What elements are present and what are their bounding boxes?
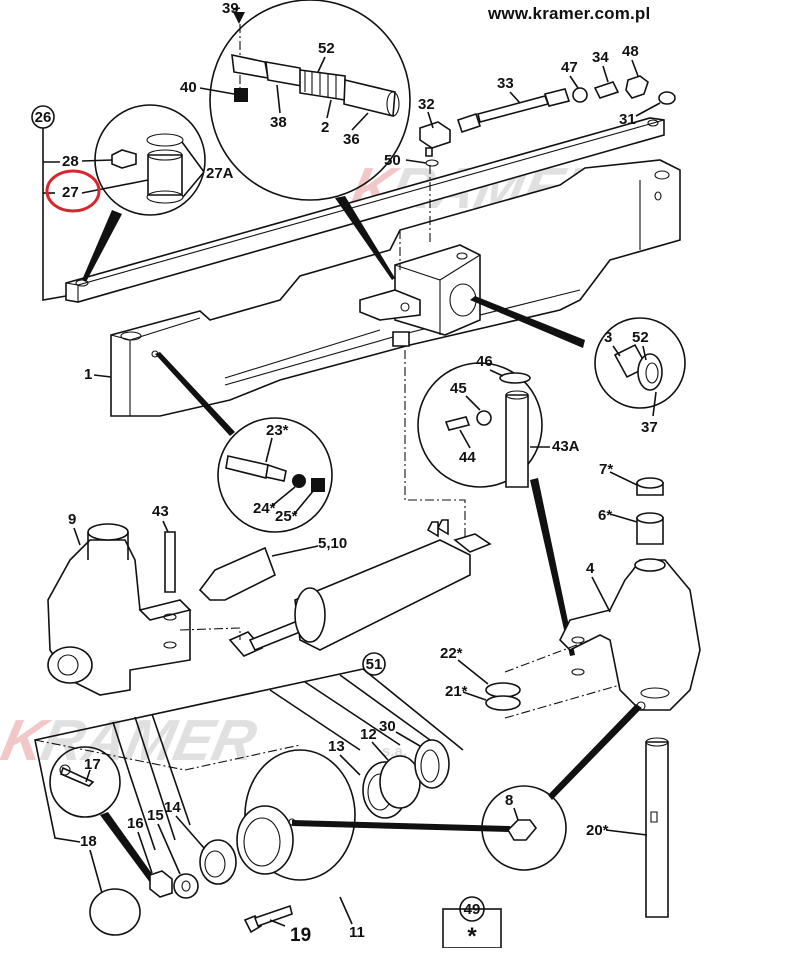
label-part-6: 6* [598, 507, 612, 524]
label-part-27: 27 [62, 184, 79, 201]
label-part-14: 14 [164, 799, 181, 816]
label-part-7: 7* [599, 461, 613, 478]
hydraulic-line-parts [419, 75, 676, 167]
label-part-19: 19 [290, 925, 311, 946]
label-part-4: 4 [586, 560, 595, 577]
asterisk-symbol: * [467, 923, 477, 948]
label-part-5-10: 5,10 [318, 535, 347, 552]
label-part-12: 12 [360, 726, 377, 743]
label-part-21: 21* [445, 683, 468, 700]
group-51-label: 51 [366, 656, 383, 673]
label-part-17: 17 [84, 756, 101, 773]
label-part-24: 24* [253, 500, 276, 517]
detail-bushing [82, 104, 206, 282]
label-part-37: 37 [641, 419, 658, 436]
label-part-45: 45 [450, 380, 467, 397]
label-part-13: 13 [328, 738, 345, 755]
label-part-40: 40 [180, 79, 197, 96]
label-part-3: 3 [604, 329, 612, 346]
group-49-box: 49 * [442, 896, 502, 950]
label-part-8: 8 [505, 792, 513, 809]
hub-assembly [89, 739, 510, 936]
label-part-38: 38 [270, 114, 287, 131]
label-part-30: 30 [379, 718, 396, 735]
label-part-2: 2 [321, 119, 329, 136]
group-49-circle [459, 896, 485, 922]
label-part-36: 36 [343, 131, 360, 148]
left-knuckle [47, 519, 492, 696]
label-part-16: 16 [127, 815, 144, 832]
detail-king-pin [417, 362, 575, 656]
detail-grease-nipple [481, 704, 642, 871]
label-part-43A: 43A [552, 438, 580, 455]
watermark-ramer: RAMER [36, 709, 262, 773]
detail-grease-plug [155, 352, 333, 533]
upper-bar [65, 117, 665, 303]
axle-body [110, 159, 681, 417]
label-part-20: 20* [586, 822, 609, 839]
label-part-48: 48 [622, 43, 639, 60]
label-part-25: 25* [275, 508, 298, 525]
label-part-31: 31 [619, 111, 636, 128]
label-part-34: 34 [592, 49, 609, 66]
label-part-32: 32 [418, 96, 435, 113]
detail-cotter-pin [49, 746, 160, 888]
label-part-50: 50 [384, 152, 401, 169]
group-49-label: 49 [464, 901, 481, 918]
highlight-circle-part-27 [45, 169, 101, 213]
label-part-46: 46 [476, 353, 493, 370]
detail-seal [470, 296, 686, 409]
label-part-1: 1 [84, 366, 92, 383]
group-26: 26 [31, 105, 67, 301]
label-part-23: 23* [266, 422, 289, 439]
right-knuckle [485, 558, 701, 719]
parts-bushings [636, 477, 664, 545]
label-part-18: 18 [80, 833, 97, 850]
label-part-28: 28 [62, 153, 79, 170]
group-51-circle [362, 652, 386, 676]
group-51: 51 [34, 652, 464, 851]
website-url[interactable]: www.kramer.com.pl [488, 4, 651, 23]
label-part-47: 47 [561, 59, 578, 76]
label-part-22: 22* [440, 645, 463, 662]
label-part-52: 52 [632, 329, 649, 346]
label-part-27A: 27A [206, 165, 234, 182]
detail-pin-assembly [209, 0, 411, 280]
label-part-33: 33 [497, 75, 514, 92]
label-part-11: 11 [349, 924, 365, 941]
group-26-label: 26 [35, 109, 52, 126]
label-part-9: 9 [68, 511, 76, 528]
label-part-39: 39 [222, 0, 239, 17]
label-part-15: 15 [147, 807, 164, 824]
label-part-43: 43 [152, 503, 169, 520]
label-part-52: 52 [318, 40, 335, 57]
part-20-pin [645, 737, 669, 918]
label-part-44: 44 [459, 449, 476, 466]
